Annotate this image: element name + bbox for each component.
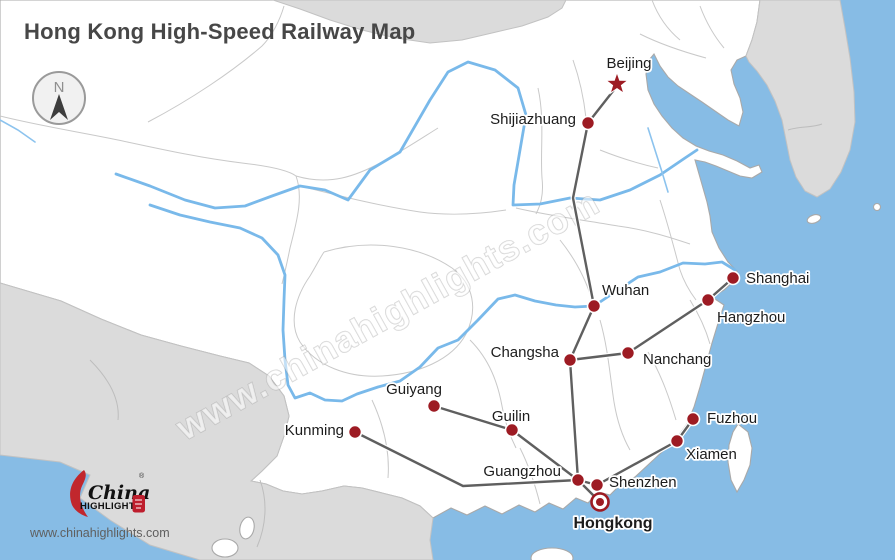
- compass-arrow-icon: [50, 94, 68, 120]
- korea-peninsula: [745, 0, 856, 198]
- islands: [211, 202, 882, 560]
- city-label-guangzhou: Guangzhou: [483, 463, 561, 480]
- city-label-hangzhou: Hangzhou: [717, 309, 785, 326]
- rivers: [0, 60, 737, 403]
- city-marker-shenzhen: [589, 477, 605, 493]
- west-river: [0, 119, 36, 143]
- city-label-beijing: Beijing: [606, 55, 651, 72]
- railway-changsha-guangzhou: [568, 358, 580, 482]
- railway-guangzhou-shenzhen-xiamen-fuzhou: [576, 417, 695, 487]
- logo-seal-glyphs: [135, 499, 142, 509]
- logo-highlights-text: HIGHLIGHTS: [80, 501, 142, 512]
- compass: N: [32, 71, 86, 125]
- hai-river: [647, 127, 669, 193]
- city-marker-wuhan: [586, 298, 602, 314]
- city-label-changsha: Changsha: [491, 344, 560, 361]
- hainan-island: [530, 547, 574, 560]
- delta-island-2: [239, 516, 255, 540]
- china-highlights-logo: China HIGHLIGHTS ®: [70, 470, 150, 517]
- city-label-guiyang: Guiyang: [386, 381, 442, 398]
- page-title: Hong Kong High-Speed Railway Map: [24, 19, 415, 44]
- city-marker-xiamen: [669, 433, 685, 449]
- railway-kunming-guangzhou: [353, 430, 580, 488]
- neighbor-countries: [0, 0, 856, 560]
- city-marker-inner-hongkong: [596, 498, 604, 506]
- city-marker-shijiazhuang: [580, 115, 596, 131]
- logo-registered-mark: ®: [139, 472, 145, 480]
- compass-north-label: N: [54, 79, 65, 96]
- city-marker-nanchang: [620, 345, 636, 361]
- city-marker-changsha: [562, 352, 578, 368]
- city-marker-hangzhou: [700, 292, 716, 308]
- taiwan-island: [727, 423, 753, 494]
- footer-url: www.chinahighlights.com: [29, 526, 170, 540]
- city-marker-shanghai: [725, 270, 741, 286]
- logo-swoosh-icon: [70, 470, 88, 517]
- city-label-shijiazhuang: Shijiazhuang: [490, 111, 576, 128]
- city-label-kunming: Kunming: [285, 422, 344, 439]
- city-marker-beijing: [604, 70, 630, 95]
- city-label-xiamen: Xiamen: [686, 446, 737, 463]
- city-label-fuzhou: Fuzhou: [707, 410, 757, 427]
- city-marker-guangzhou: [570, 472, 586, 488]
- railway-wuhan-changsha: [568, 304, 596, 362]
- city-label-hongkong: Hongkong: [573, 515, 652, 532]
- south-asia: [0, 282, 434, 560]
- railway-shijiazhuang-wuhan: [571, 121, 596, 308]
- city-marker-guilin: [504, 422, 520, 438]
- delta-island-1: [211, 538, 239, 558]
- city-marker-kunming: [347, 424, 363, 440]
- jeju-island: [806, 214, 822, 224]
- inner-asia-borders: [89, 123, 823, 548]
- city-label-guilin: Guilin: [492, 408, 530, 425]
- city-marker-guiyang: [426, 398, 442, 414]
- yellow-river: [114, 60, 699, 210]
- city-label-shenzhen: Shenzhen: [609, 474, 677, 491]
- railway-changsha-nanchang: [568, 351, 630, 362]
- city-markers: [347, 70, 741, 512]
- city-label-wuhan: Wuhan: [602, 282, 649, 299]
- yangtze-river: [148, 203, 737, 403]
- city-label-shanghai: Shanghai: [746, 270, 809, 287]
- city-label-nanchang: Nanchang: [643, 351, 711, 368]
- mongolia: [272, 0, 567, 44]
- city-marker-fuzhou: [685, 411, 701, 427]
- province-borders: [0, 0, 725, 505]
- small-island: [872, 202, 882, 212]
